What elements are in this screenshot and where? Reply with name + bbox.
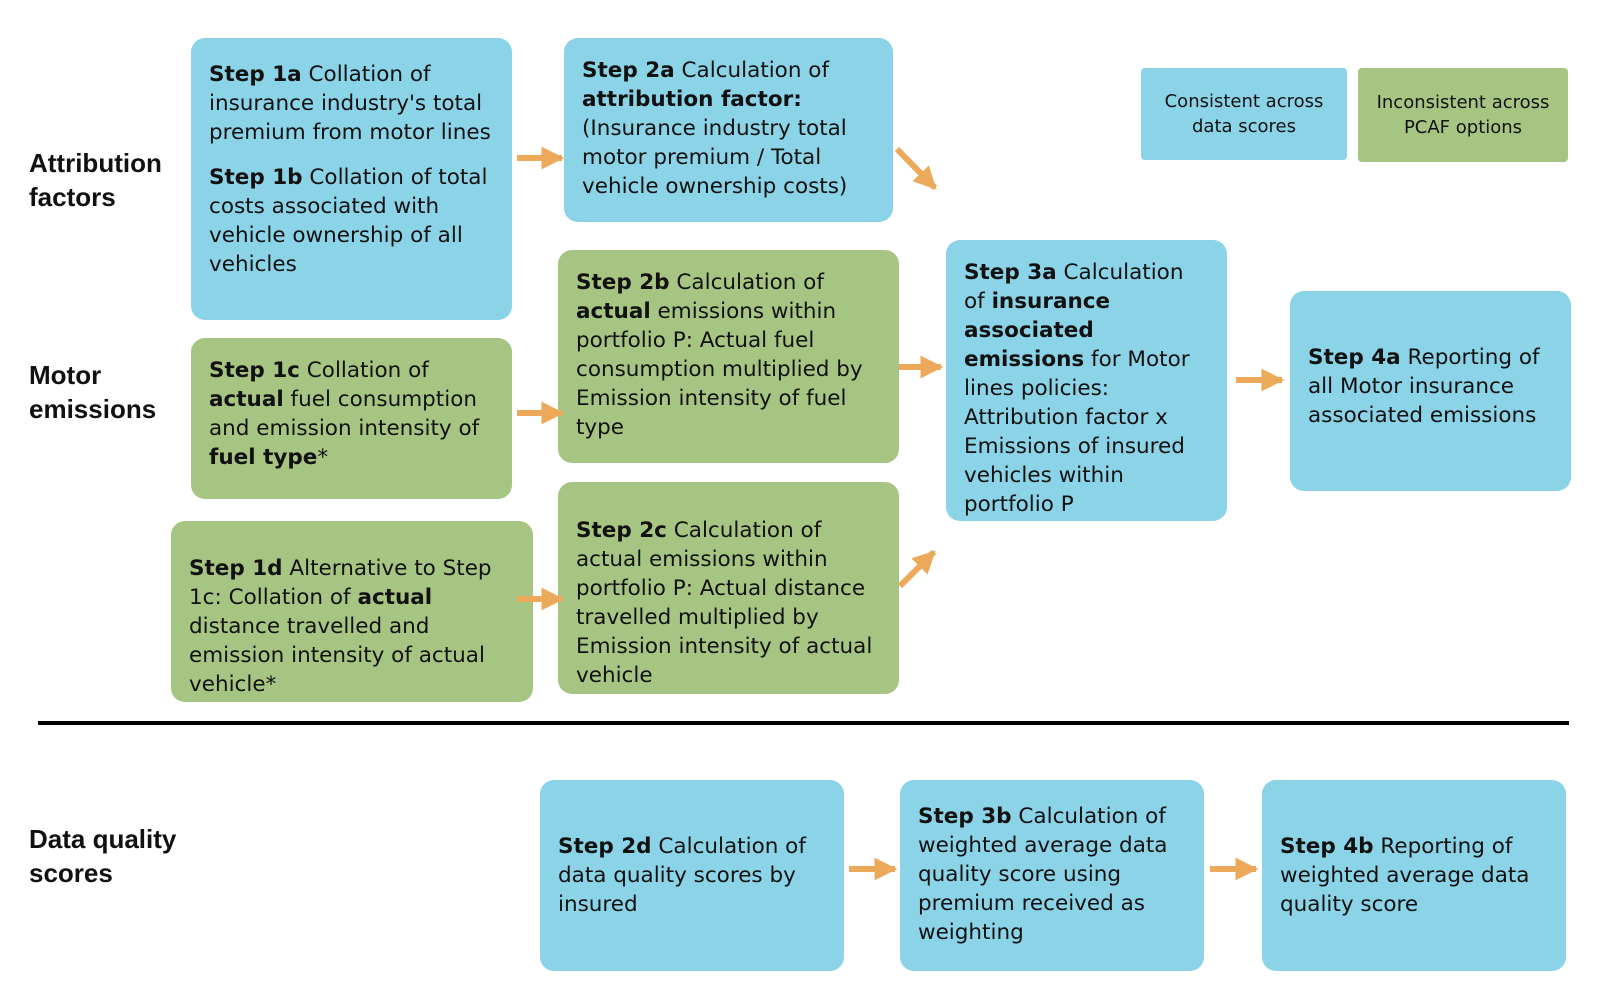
step-id: Step 3b <box>918 804 1012 829</box>
step-id: Step 1d <box>189 556 283 581</box>
step-1c-box: Step 1c Collation of actual fuel consump… <box>191 338 512 499</box>
step-1d-box: Step 1d Alternative to Step 1c: Collatio… <box>171 521 533 702</box>
step-text: for Motor lines policies: Attribution fa… <box>964 347 1190 517</box>
step-text: Calculation of <box>964 260 1184 314</box>
step-emphasis: insurance associated emissions <box>964 289 1111 372</box>
step-text: fuel consumption and emission intensity … <box>209 387 480 441</box>
row-label-line: Data quality <box>29 824 177 854</box>
step-id: Step 4a <box>1308 345 1401 370</box>
row-label-line: scores <box>29 858 113 888</box>
row-label-data-quality-scores: Data quality scores <box>29 822 176 890</box>
step-text: emissions within portfolio P: Actual fue… <box>576 299 863 440</box>
step-text: Alternative to Step 1c: Collation of <box>189 556 492 610</box>
step-text: Calculation of data quality scores by in… <box>558 834 806 917</box>
legend-consistent: Consistent across data scores <box>1141 68 1347 160</box>
arrow-2c-to-3a <box>897 549 937 589</box>
step-text: distance travelled and emission intensit… <box>189 614 485 697</box>
arrow-2a-to-3a <box>894 146 938 191</box>
step-id: Step 2d <box>558 834 652 859</box>
step-1a: Step 1a Collation of insurance industry'… <box>209 60 494 147</box>
step-emphasis: actual <box>576 299 651 324</box>
step-2d-box: Step 2d Calculation of data quality scor… <box>540 780 844 971</box>
row-label-line: emissions <box>29 394 157 424</box>
step-id: Step 1b <box>209 165 303 190</box>
row-label-motor-emissions: Motor emissions <box>29 358 156 426</box>
row-label-line: Motor <box>29 360 102 390</box>
step-3b-box: Step 3b Calculation of weighted average … <box>900 780 1204 971</box>
step-text: * <box>317 445 329 470</box>
step-id: Step 2b <box>576 270 670 295</box>
step-1a-1b-box: Step 1a Collation of insurance industry'… <box>191 38 512 320</box>
step-id: Step 1c <box>209 358 300 383</box>
step-id: Step 2c <box>576 518 667 543</box>
step-1b: Step 1b Collation of total costs associa… <box>209 163 494 279</box>
step-2a-box: Step 2a Calculation of attribution facto… <box>564 38 893 222</box>
step-id: Step 3a <box>964 260 1057 285</box>
step-text: Collation of insurance industry's total … <box>209 62 491 145</box>
step-text: Reporting of all Motor insurance associa… <box>1308 345 1540 428</box>
legend-inconsistent: Inconsistent across PCAF options <box>1358 68 1568 162</box>
step-text: Collation of <box>299 358 429 383</box>
row-label-attribution-factors: Attribution factors <box>29 146 162 214</box>
step-id: Step 2a <box>582 58 675 83</box>
step-text: Calculation of <box>669 270 824 295</box>
step-text: (Insurance industry total motor premium … <box>582 116 848 199</box>
step-text: Reporting of weighted average data quali… <box>1280 834 1530 917</box>
step-4a-box: Step 4a Reporting of all Motor insurance… <box>1290 291 1571 491</box>
step-id: Step 1a <box>209 62 302 87</box>
step-emphasis: attribution factor: <box>582 87 802 112</box>
step-text: Calculation of weighted average data qua… <box>918 804 1168 945</box>
step-id: Step 4b <box>1280 834 1374 859</box>
step-emphasis: fuel type <box>209 445 318 470</box>
step-text: Collation of total costs associated with… <box>209 165 488 277</box>
row-label-line: Attribution <box>29 148 162 178</box>
step-emphasis: actual <box>209 387 284 412</box>
section-divider <box>38 721 1569 725</box>
step-text: Calculation of <box>674 58 830 83</box>
row-label-line: factors <box>29 182 116 212</box>
step-text: Calculation of actual emissions within p… <box>576 518 873 688</box>
step-2c-box: Step 2c Calculation of actual emissions … <box>558 482 899 694</box>
step-emphasis: actual <box>357 585 433 610</box>
step-3a-box: Step 3a Calculation of insurance associa… <box>946 240 1227 521</box>
step-2b-box: Step 2b Calculation of actual emissions … <box>558 250 899 463</box>
step-4b-box: Step 4b Reporting of weighted average da… <box>1262 780 1566 971</box>
